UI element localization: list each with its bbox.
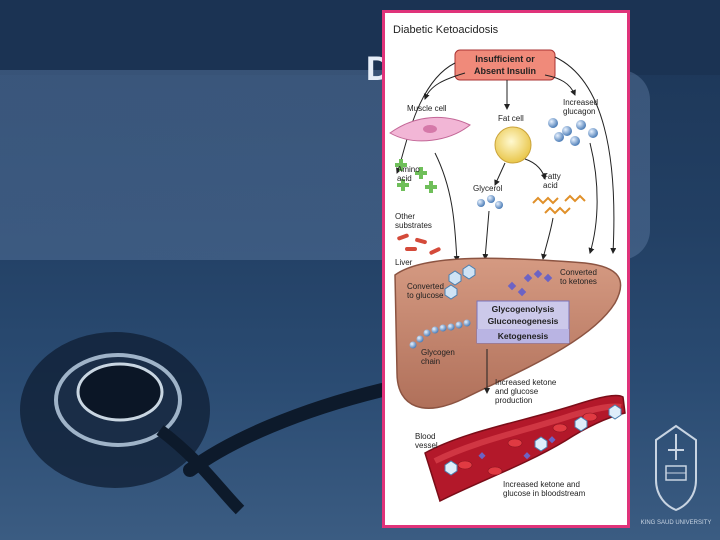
insulin-line-1: Insufficient or [475, 54, 535, 64]
bloodstream-label-2: glucose in bloodstream [503, 489, 586, 498]
converted-ketones-label-1: Converted [560, 268, 597, 277]
blood-vessel-label-1: Blood [415, 432, 435, 441]
glycogen-chain-label-1: Glycogen [421, 348, 455, 357]
converted-glucose-label-2: to glucose [407, 291, 444, 300]
amino-acid-icons [395, 159, 437, 193]
muscle-cell-label: Muscle cell [407, 104, 447, 113]
logo-caption: KING SAUD UNIVERSITY [641, 520, 712, 526]
blood-vessel-label-2: vessel [415, 441, 438, 450]
muscle-cell-nucleus [423, 125, 437, 133]
insulin-line-2: Absent Insulin [474, 66, 536, 76]
amino-acid-label-2: acid [397, 174, 412, 183]
production-label-1: Increased ketone [495, 378, 557, 387]
university-logo: KING SAUD UNIVERSITY [641, 424, 712, 526]
converted-glucose-label-1: Converted [407, 282, 444, 291]
other-substrates-label-1: Other [395, 212, 415, 221]
fatty-acid-label-1: Fatty [543, 172, 561, 181]
arrows-into-liver [434, 142, 598, 262]
insulin-box: Insufficient or Absent Insulin [454, 49, 556, 81]
production-label-2: and glucose [495, 387, 539, 396]
glucose-molecules-icon [444, 264, 476, 300]
glucagon-molecules-icon [548, 118, 598, 146]
dka-diagram: Diabetic Ketoacidosis Insufficient or Ab… [382, 10, 630, 528]
blood-ketone-icon [478, 436, 556, 460]
amino-acid-label-1: Amino [397, 165, 420, 174]
fatty-acid-label-2: acid [543, 181, 558, 190]
production-label-3: production [495, 396, 532, 405]
liver-label: Liver [395, 258, 413, 267]
arrow-fat-to-fatty-acid [524, 158, 547, 180]
other-substrates-label-2: substrates [395, 221, 432, 230]
fatty-acid-icon [532, 194, 586, 215]
fat-cell-icon [494, 126, 532, 164]
red-blood-cells-icon [457, 412, 598, 476]
bloodstream-label-1: Increased ketone and [503, 480, 580, 489]
process-ketogenesis: Ketogenesis [498, 331, 549, 341]
ketone-molecules-icon [507, 269, 553, 297]
glycerol-label: Glycerol [473, 184, 503, 193]
glycogen-chain-icon [409, 319, 471, 349]
glycogen-chain-label-2: chain [421, 357, 440, 366]
process-box: Glycogenolysis Gluconeogenesis Ketogenes… [476, 300, 570, 344]
diagram-title: Diabetic Ketoacidosis [393, 24, 499, 36]
glycerol-molecules-icon [477, 195, 503, 209]
arrow-fat-to-glycerol [494, 162, 506, 186]
other-substrates-icon [397, 233, 441, 255]
stethoscope-image [20, 332, 382, 515]
glucagon-label-2: glucagon [563, 107, 595, 116]
blood-glucose-icon [444, 404, 622, 476]
fat-cell-label: Fat cell [498, 114, 524, 123]
dka-diagram-svg: Diabetic Ketoacidosis Insufficient or Ab… [389, 24, 626, 503]
glucagon-label-1: Increased [563, 98, 598, 107]
process-gluconeogenesis: Gluconeogenesis [488, 316, 559, 326]
process-glycogenolysis: Glycogenolysis [492, 304, 555, 314]
converted-ketones-label-2: to ketones [560, 277, 597, 286]
